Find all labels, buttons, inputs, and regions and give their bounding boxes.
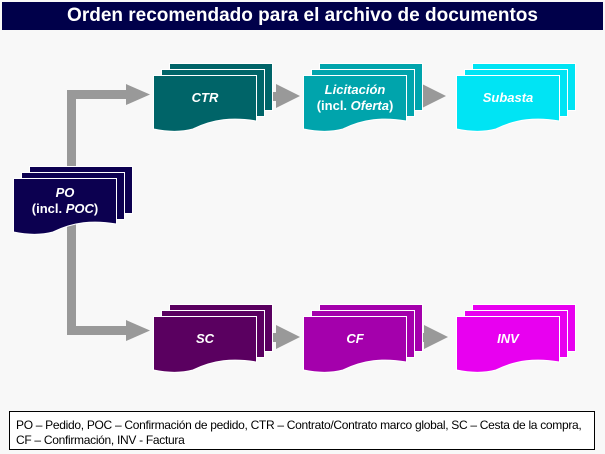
arrowhead-sub xyxy=(422,84,446,108)
doc-ctr-label: CTR xyxy=(191,90,219,105)
arrowhead-ctr xyxy=(126,84,150,105)
doc-front-page xyxy=(456,316,560,374)
doc-cf-label: CF xyxy=(346,331,364,346)
doc-sc[interactable]: SC xyxy=(153,304,273,374)
arrowhead-inv xyxy=(424,325,448,349)
doc-front-page xyxy=(153,316,257,374)
doc-subasta[interactable]: Subasta xyxy=(456,63,576,133)
doc-licitacion[interactable]: Licitación(incl. Oferta) xyxy=(303,63,423,133)
doc-front-page xyxy=(13,178,117,236)
doc-front-page xyxy=(456,75,560,133)
doc-ctr[interactable]: CTR xyxy=(153,63,273,133)
doc-front-page xyxy=(303,316,407,374)
doc-inv[interactable]: INV xyxy=(456,304,576,374)
doc-subasta-label: Subasta xyxy=(482,90,534,105)
arrowhead-lic xyxy=(276,84,300,108)
doc-inv-label: INV xyxy=(497,331,519,346)
doc-licitacion-label: Licitación(incl. Oferta) xyxy=(316,82,394,113)
doc-cf[interactable]: CF xyxy=(303,304,423,374)
arrowhead-cf xyxy=(276,325,300,349)
doc-po-label: PO(incl. POC) xyxy=(31,185,99,216)
legend-box: PO – Pedido, POC – Confirmación de pedid… xyxy=(9,411,595,450)
doc-po[interactable]: PO(incl. POC) xyxy=(13,166,133,236)
connector-po-to-ctr xyxy=(67,90,129,99)
doc-front-page xyxy=(303,75,407,133)
connector-po-to-sc xyxy=(67,326,129,335)
arrowhead-sc xyxy=(126,320,150,341)
doc-sc-label: SC xyxy=(195,331,215,346)
doc-front-page xyxy=(153,75,257,133)
page-title: Orden recomendado para el archivo de doc… xyxy=(2,2,603,30)
